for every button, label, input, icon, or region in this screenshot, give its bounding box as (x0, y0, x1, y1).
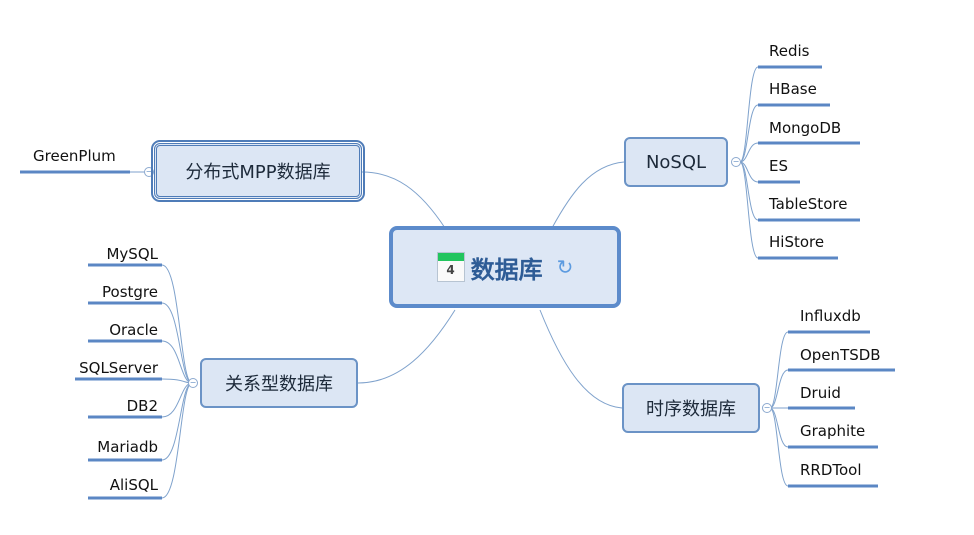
topic-mpp-label: 分布式MPP数据库 (185, 162, 331, 183)
connector-rrdtool (769, 407, 789, 487)
topic-nosql-label: NoSQL (645, 151, 707, 173)
topic-mpp[interactable]: 分布式MPP数据库 (151, 140, 365, 202)
leaf-druid[interactable]: Druid (800, 384, 841, 402)
connector-mongodb (739, 142, 759, 163)
refresh-icon[interactable]: ↻ (556, 255, 574, 279)
leaf-sqlserver[interactable]: SQLServer (79, 359, 158, 377)
collapse-toggle-rel[interactable]: − (188, 378, 198, 388)
leaf-hbase[interactable]: HBase (769, 80, 817, 98)
calendar-icon: 4 (436, 252, 465, 282)
calendar-day: 4 (446, 263, 455, 277)
leaf-postgre[interactable]: Postgre (102, 283, 158, 301)
connector-mysql (161, 264, 193, 384)
central-topic[interactable]: 4 数据库 ↻ (389, 226, 621, 308)
connector-postgre (161, 302, 193, 384)
leaf-greenplum[interactable]: GreenPlum (33, 147, 116, 165)
connector-tablestore (739, 161, 759, 221)
topic-relational-label: 关系型数据库 (225, 374, 333, 395)
leaf-mysql[interactable]: MySQL (106, 245, 158, 263)
connector-influxdb (769, 331, 789, 409)
connector-hbase (739, 104, 759, 163)
connector-mpp (361, 171, 446, 229)
leaf-graphite[interactable]: Graphite (800, 422, 866, 440)
leaf-rrdtool[interactable]: RRDTool (800, 461, 862, 479)
leaf-histore[interactable]: HiStore (769, 233, 825, 251)
leaf-mariadb[interactable]: Mariadb (97, 438, 158, 456)
central-topic-label: 数据库 (470, 255, 543, 284)
leaf-influxdb[interactable]: Influxdb (800, 307, 861, 325)
leaf-db2[interactable]: DB2 (126, 397, 158, 415)
topic-nosql[interactable]: NoSQL (624, 137, 728, 187)
leaf-es[interactable]: ES (769, 157, 788, 175)
connector-ts (539, 309, 623, 409)
collapse-toggle-nosql[interactable]: − (731, 157, 741, 167)
topic-timeseries[interactable]: 时序数据库 (622, 383, 760, 433)
leaf-redis[interactable]: Redis (769, 42, 810, 60)
connector-graphite (769, 407, 789, 448)
connector-mariadb (161, 382, 193, 461)
topic-relational[interactable]: 关系型数据库 (200, 358, 358, 408)
connector-rel (357, 309, 456, 384)
connector-histore (739, 161, 759, 259)
leaf-alisql[interactable]: AliSQL (109, 476, 158, 494)
collapse-toggle-mpp[interactable]: − (144, 167, 154, 177)
leaf-oracle[interactable]: Oracle (109, 321, 158, 339)
connector-redis (739, 66, 759, 163)
topic-timeseries-label: 时序数据库 (646, 399, 736, 420)
connector-alisql (161, 382, 193, 499)
leaf-mongodb[interactable]: MongoDB (769, 119, 842, 137)
leaf-tablestore[interactable]: TableStore (769, 195, 848, 213)
leaf-opentsdb[interactable]: OpenTSDB (800, 346, 881, 364)
connector-nosql (551, 161, 625, 229)
collapse-toggle-ts[interactable]: − (762, 403, 772, 413)
